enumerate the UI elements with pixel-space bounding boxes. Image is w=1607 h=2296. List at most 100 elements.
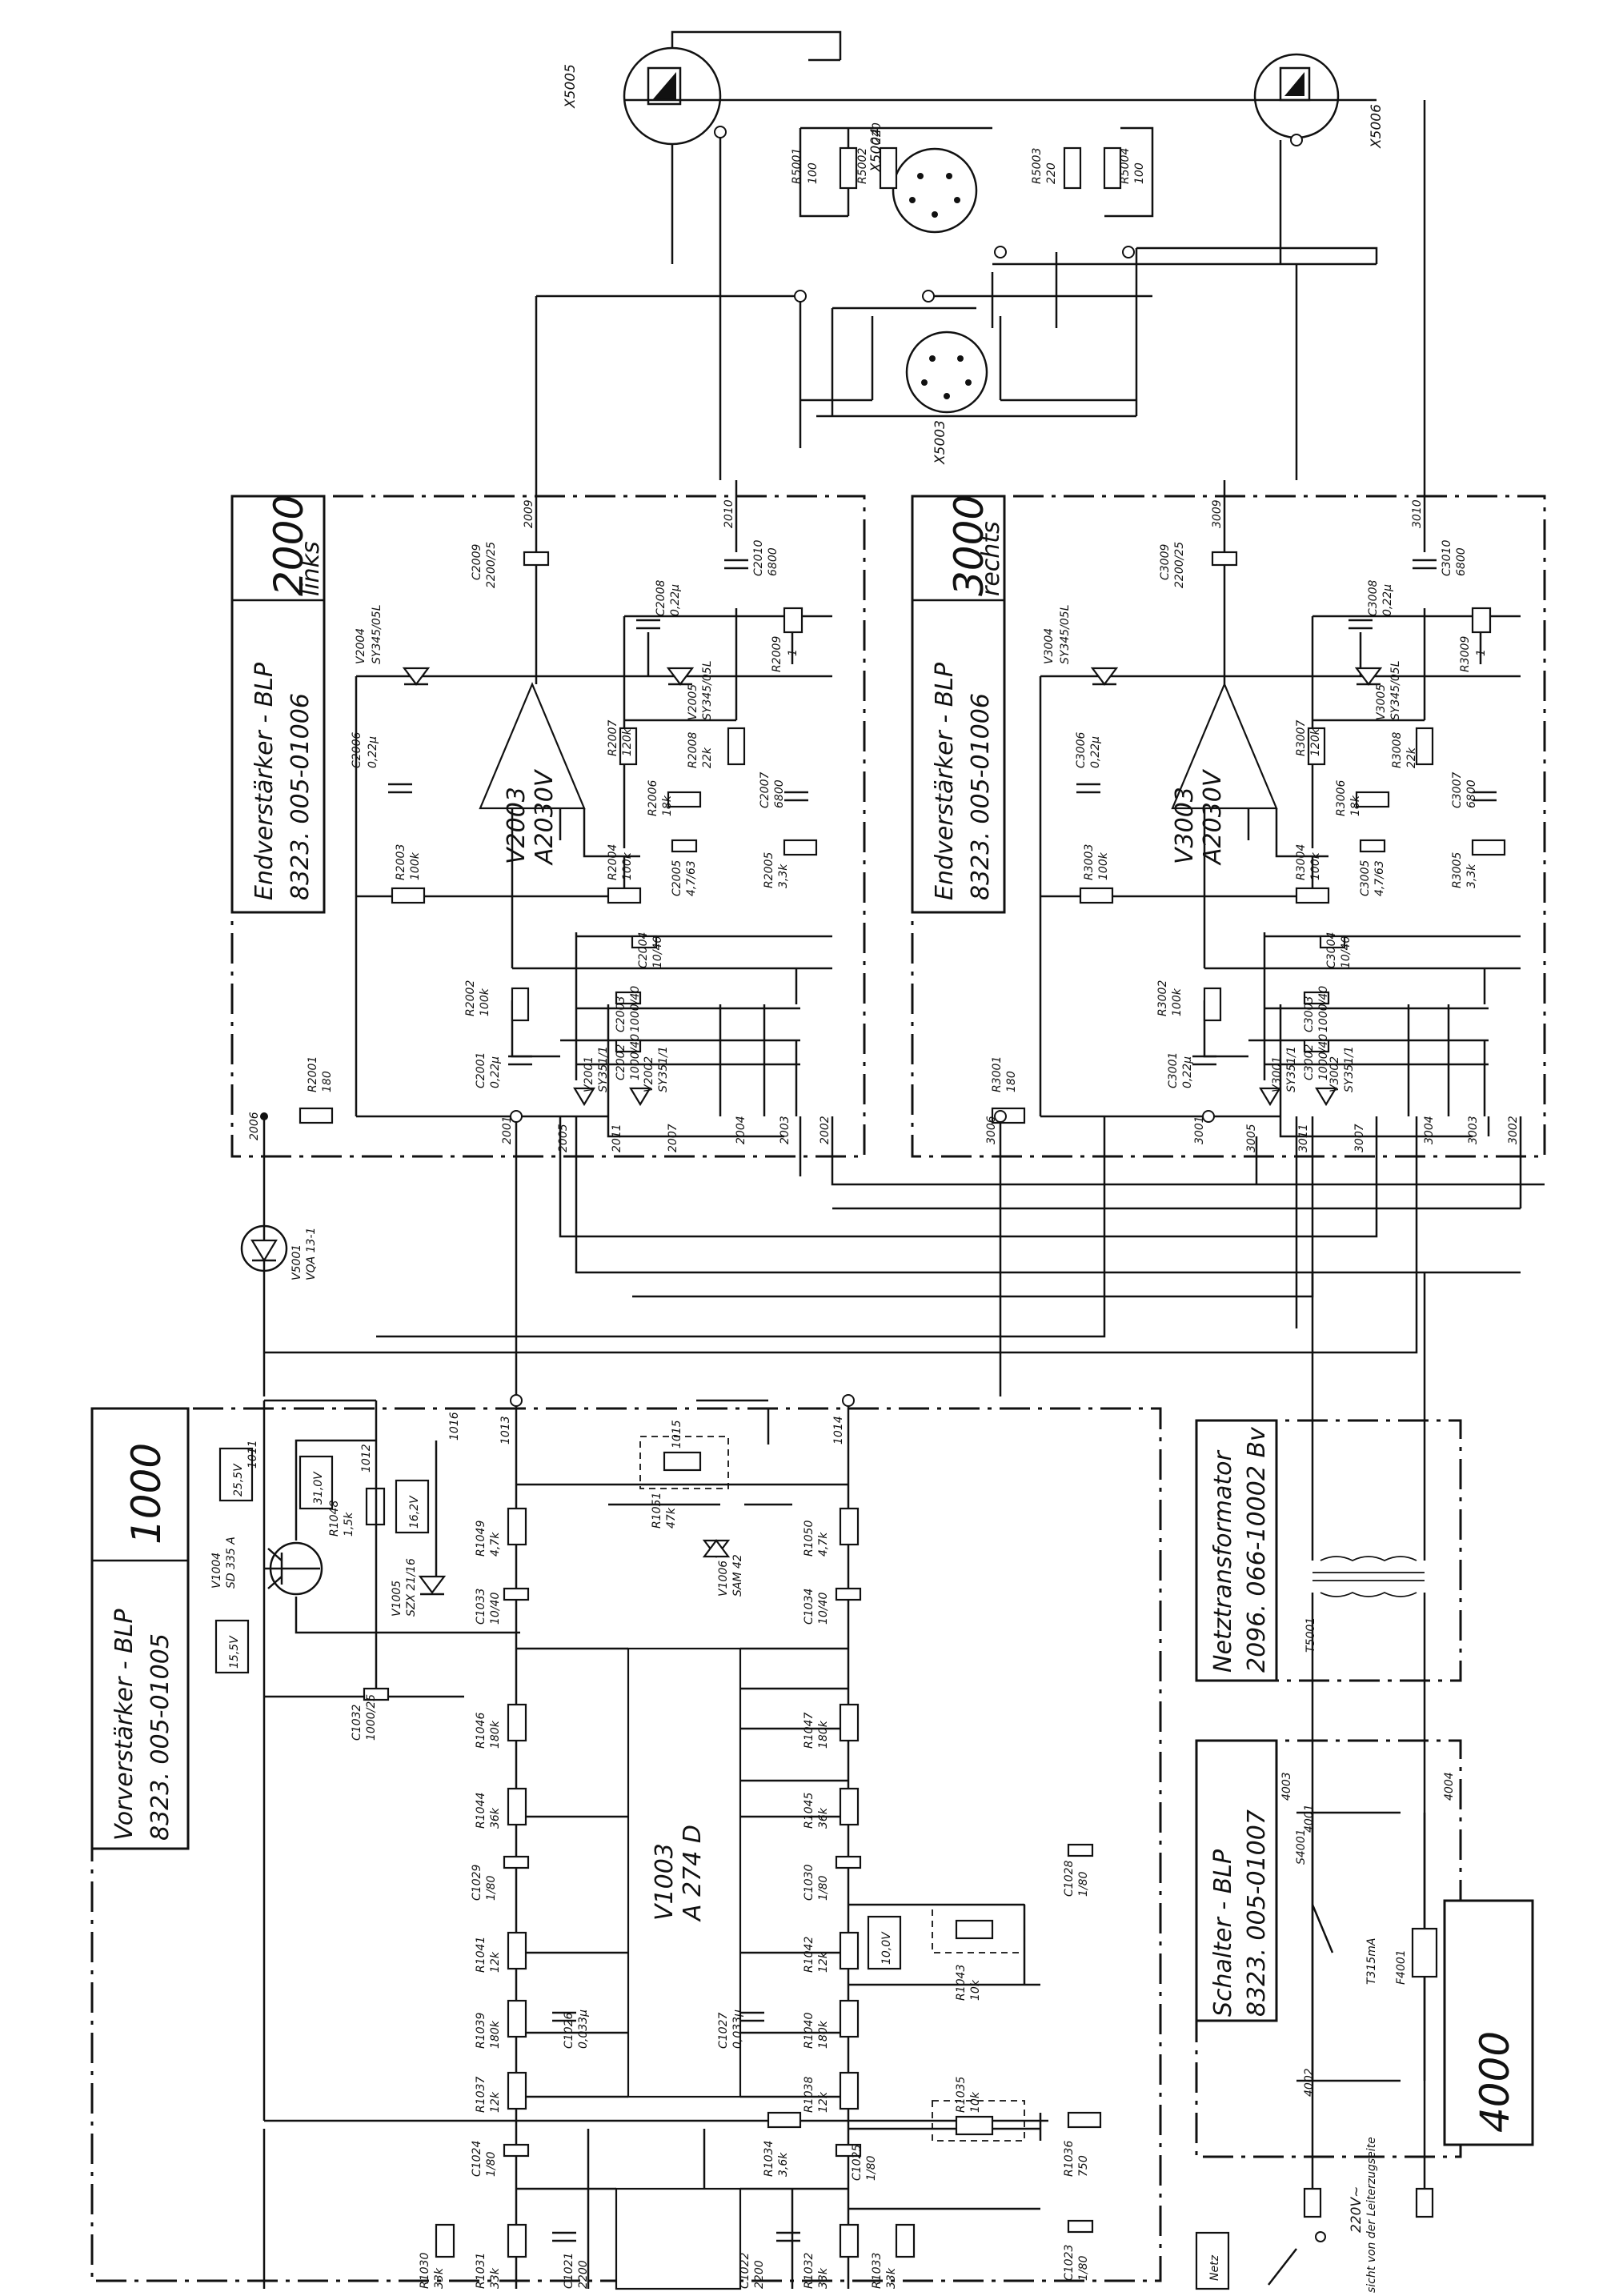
svg-text:33k: 33k [885,2267,898,2289]
diode-v2004: V2004 SY345/05L [355,605,431,686]
cap-c2009: C2009 2200/25 [471,542,550,588]
svg-text:22k: 22k [1405,747,1418,768]
svg-text:R1033: R1033 [871,2253,884,2289]
svg-text:V3001: V3001 [1271,1056,1284,1092]
resistor-r3002: R3002 100k [1156,980,1222,1022]
svg-text:0,22μ: 0,22μ [669,584,682,616]
svg-text:R1051: R1051 [651,1493,663,1529]
svg-text:R1030: R1030 [419,2253,431,2289]
svg-text:SY345/05L: SY345/05L [701,661,714,721]
svg-text:S4001: S4001 [1295,1829,1308,1865]
resistor-r1050: R1050 4,7k [803,1507,860,1557]
svg-text:2003: 2003 [779,1116,791,1144]
netz-label-box [1195,2231,1230,2290]
svg-text:C2006: C2006 [351,732,363,768]
svg-text:A2030V: A2030V [531,768,559,866]
svg-text:SY351/1: SY351/1 [657,1046,670,1092]
svg-text:C2001: C2001 [475,1052,487,1088]
svg-text:1000/40: 1000/40 [1317,1034,1330,1080]
svg-text:180: 180 [1005,1071,1018,1092]
resistor-r3007: R3007 120k [1295,720,1326,766]
svg-text:2006: 2006 [248,1112,261,1140]
transistor-v1004: V1004 SD 335 A [210,1537,323,1596]
cap-c3001: C3001 0,22μ [1167,1052,1216,1088]
resistor-r1045: R1045 36k [803,1787,860,1829]
svg-text:4,7k: 4,7k [489,1532,502,1557]
svg-text:750: 750 [1077,2155,1090,2177]
voltage-31-0: 31,0V [299,1455,334,1510]
svg-text:R1034: R1034 [763,2141,775,2177]
cap-c2010: C2010 6800 [724,540,779,576]
svg-text:1000/40: 1000/40 [629,986,642,1032]
svg-text:C3007: C3007 [1451,772,1464,808]
svg-text:1013: 1013 [499,1416,512,1445]
svg-text:220: 220 [1045,162,1058,184]
svg-text:2002: 2002 [819,1116,832,1144]
netz-label: Netz [1208,2254,1221,2281]
svg-text:180k: 180k [817,2020,830,2049]
svg-text:2001: 2001 [501,1116,514,1144]
block-4000-title: Schalter - BLP [1209,1849,1237,2017]
svg-text:C3003: C3003 [1303,996,1316,1032]
svg-text:4,7/63: 4,7/63 [1373,860,1386,896]
svg-text:V2005: V2005 [687,684,699,720]
svg-text:3009: 3009 [1211,499,1224,528]
block-1000-number: 1000 [123,1443,170,1545]
svg-text:C1021: C1021 [563,2253,575,2289]
svg-text:10/40: 10/40 [651,936,664,968]
svg-text:100k: 100k [1171,988,1184,1016]
svg-text:3005: 3005 [1245,1124,1258,1152]
svg-text:33k: 33k [433,2267,446,2289]
block-4000-titlebox [1195,1739,1278,2022]
svg-text:R1048: R1048 [328,1501,341,1537]
svg-text:180: 180 [321,1071,334,1092]
svg-text:4,7/63: 4,7/63 [685,860,698,896]
svg-text:SZX 21/16: SZX 21/16 [405,1558,418,1617]
svg-text:C3009: C3009 [1159,544,1172,580]
svg-text:R1037: R1037 [475,2077,487,2113]
cap-c1025: C1025 1/80 [835,2143,878,2181]
svg-text:12k: 12k [817,1951,830,1973]
svg-text:15,5V: 15,5V [228,1635,241,1669]
cap-c3009: C3009 2200/25 [1159,542,1238,588]
block-1000-part: 8323. 005-01005 [146,1633,174,1841]
diode-v1006: V1006 SAM 42 [702,1539,744,1597]
voltage-25-5: 25,5V [218,1447,254,1502]
svg-text:16,2V: 16,2V [408,1495,421,1529]
svg-text:T315mA: T315mA [1365,1938,1378,1985]
svg-text:C3001: C3001 [1167,1052,1180,1088]
svg-text:C1030: C1030 [803,1865,816,1901]
cap-c1024: C1024 1/80 [471,2141,530,2177]
resistor-r1040: R1040 180k [803,1999,860,2049]
svg-text:2010: 2010 [723,499,735,528]
svg-text:10/40: 10/40 [1340,936,1353,968]
resistor-r2001: R2001 180 [299,1056,334,1124]
svg-text:1: 1 [787,649,799,656]
cap-c1023: C1023 1/80 [1063,2219,1094,2281]
x5005-label: X5005 [563,64,579,109]
svg-text:3007: 3007 [1353,1124,1366,1152]
svg-text:R1039: R1039 [475,2013,487,2049]
svg-text:4003: 4003 [1280,1772,1293,1801]
svg-text:100: 100 [807,162,820,184]
block-1000-titlebox [90,1407,190,1850]
svg-text:2200: 2200 [577,2260,590,2289]
svg-text:1012: 1012 [360,1444,373,1473]
svg-text:R3001: R3001 [991,1056,1004,1092]
svg-text:C1034: C1034 [803,1589,816,1625]
svg-text:R5001: R5001 [791,148,804,184]
svg-text:R2005: R2005 [763,852,775,888]
svg-text:1: 1 [1475,649,1488,656]
svg-text:2011: 2011 [611,1124,623,1152]
svg-text:V1003: V1003 [651,1843,679,1921]
svg-text:1/80: 1/80 [1077,1871,1090,1897]
resistor-r3008: R3008 22k [1391,727,1434,768]
svg-text:1/80: 1/80 [485,1875,498,1901]
cap-c1029: C1029 1/80 [471,1855,530,1901]
resistor-r2005: R2005 3,3k [763,839,818,888]
svg-text:31,0V: 31,0V [312,1471,325,1505]
svg-text:C2009: C2009 [471,544,483,580]
block-3000-title: Endverstärker - BLP [931,662,959,900]
svg-text:R1031: R1031 [475,2253,487,2289]
cap-c1033: C1033 10/40 [475,1587,530,1625]
